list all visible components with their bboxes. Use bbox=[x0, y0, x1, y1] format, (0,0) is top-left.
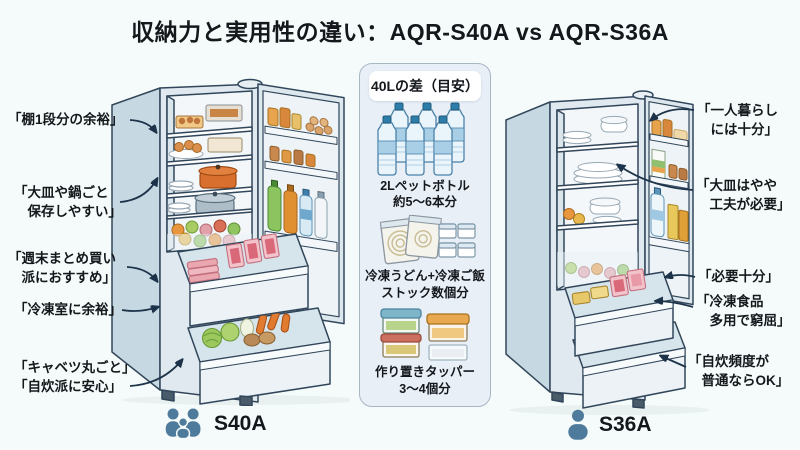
callout-single-living: 「一人暮らし には十分」 bbox=[697, 103, 778, 138]
callout-freezer-margin: 「冷凍室に余裕」 bbox=[14, 302, 122, 317]
model-name: S36A bbox=[599, 413, 652, 436]
fridge-foot bbox=[632, 398, 645, 409]
fridge-s36a-illustration bbox=[505, 90, 710, 415]
callout-large-dishes: 「大皿や鍋ごと 保存しやすい」 bbox=[14, 185, 122, 220]
fridge-s40a-illustration bbox=[111, 78, 350, 406]
family-icon bbox=[165, 408, 201, 440]
difference-panel: 40Lの差（目安） 2Lペットボトル 約5〜6本分 bbox=[359, 63, 491, 407]
water-bottles-icon bbox=[377, 102, 465, 176]
callout-just-enough: 「必要十分」 bbox=[698, 269, 779, 284]
callout-frozen-cramped: 「冷凍食品 多用で窮屈」 bbox=[696, 294, 791, 329]
fridge-interior bbox=[556, 103, 639, 291]
callout-dishes-effort: 「大皿はやや 工夫が必要」 bbox=[696, 178, 791, 213]
fridge-door bbox=[257, 83, 345, 325]
callout-whole-cabbage: 「キャベツ丸ごと」 「自炊派に安心」 bbox=[14, 360, 136, 395]
fridge-foot bbox=[239, 395, 253, 406]
panel-item-label: 作り置きタッパー 3〜4個分 bbox=[374, 365, 475, 397]
callout-cooking-frequency: 「自炊頻度が 普通ならOK」 bbox=[688, 354, 790, 389]
fridge-foot bbox=[551, 391, 564, 403]
meal-prep-containers-icon bbox=[380, 308, 470, 361]
panel-header: 40Lの差（目安） bbox=[369, 71, 481, 101]
page-title: 収納力と実用性の違い：AQR-S40A vs AQR-S36A bbox=[131, 19, 669, 45]
frozen-food-icon bbox=[379, 214, 476, 264]
model-label-s40a: S40A bbox=[163, 407, 267, 441]
fridge-side-panel bbox=[111, 87, 161, 391]
panel-item-label: 2Lペットボトル 約5〜6本分 bbox=[380, 178, 470, 210]
callout-weekend-shopping: 「週末まとめ買い 派におすすめ」 bbox=[8, 251, 116, 286]
freezer-drawer bbox=[177, 233, 309, 327]
fridge-interior bbox=[166, 90, 253, 253]
fridge-foot bbox=[161, 389, 175, 402]
model-name: S40A bbox=[214, 412, 267, 435]
fridge-side-panel bbox=[505, 101, 551, 393]
freezer-drawer bbox=[564, 268, 674, 357]
model-label-s36a: S36A bbox=[566, 409, 652, 441]
single-person-icon bbox=[568, 409, 588, 440]
callout-shelf-margin: 「棚1段分の余裕」 bbox=[8, 112, 124, 127]
panel-item-label: 冷凍うどん+冷凍ご飯 ストック数個分 bbox=[365, 268, 485, 300]
fridge-shadow bbox=[510, 405, 710, 415]
